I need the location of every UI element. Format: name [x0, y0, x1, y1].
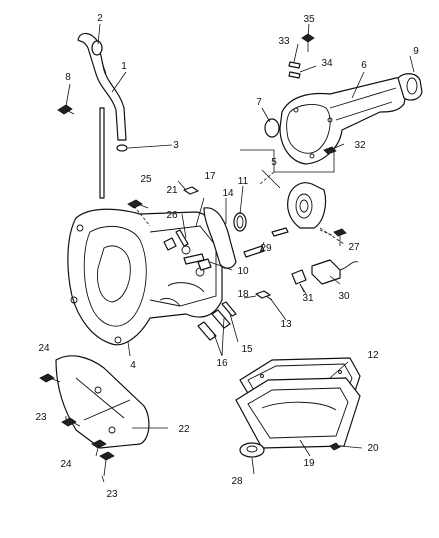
stud-26	[175, 229, 205, 265]
callout-18: 18	[237, 289, 249, 300]
callout-8: 8	[65, 72, 71, 83]
callout-29: 29	[260, 243, 272, 254]
callout-23-bottom: 23	[106, 489, 118, 500]
callout-9: 9	[413, 46, 419, 57]
dipstick-tube	[77, 32, 127, 199]
callout-24-bottom: 24	[60, 459, 72, 470]
adapter-housing	[287, 182, 327, 229]
callout-labels: 1 2 3 4 5 6 7 8 9 10 11 12 13 14 15 16 1…	[35, 13, 419, 500]
bolt-20	[329, 442, 341, 451]
dashed-alignment	[133, 205, 345, 245]
callout-22: 22	[178, 424, 190, 435]
bolt-23-bottom	[99, 451, 115, 477]
callout-28: 28	[231, 476, 243, 487]
case-bolt-25	[127, 199, 149, 209]
solenoid-30	[311, 259, 359, 285]
seal-ring-11	[233, 212, 247, 232]
bolt-24-bottom	[91, 439, 107, 457]
callout-3: 3	[173, 140, 179, 151]
callout-23-top: 23	[35, 412, 47, 423]
callout-30: 30	[338, 291, 350, 302]
callout-4: 4	[130, 360, 136, 371]
clip-34	[288, 71, 301, 79]
callout-1: 1	[121, 61, 127, 72]
bolt-23-top	[61, 417, 81, 427]
callout-14: 14	[222, 188, 234, 199]
vent-35	[301, 33, 315, 52]
callout-7: 7	[256, 97, 262, 108]
gasket-7	[264, 118, 280, 138]
callout-24-top: 24	[38, 343, 50, 354]
callout-25: 25	[140, 174, 152, 185]
bolt-24-top	[39, 373, 61, 383]
sensor-18	[255, 290, 273, 301]
dust-cover	[55, 355, 150, 449]
sensor-31	[291, 269, 307, 293]
callout-12: 12	[367, 350, 379, 361]
callout-32: 32	[354, 140, 366, 151]
callout-26: 26	[166, 210, 178, 221]
callout-20: 20	[367, 443, 379, 454]
callout-2: 2	[97, 13, 103, 24]
rear-seal-9	[397, 73, 423, 101]
plug-17	[183, 186, 199, 195]
callout-13: 13	[280, 319, 292, 330]
callout-19: 19	[303, 458, 315, 469]
callout-11: 11	[238, 176, 249, 187]
dipstick-tube-bolt	[57, 104, 75, 115]
callout-31: 31	[302, 293, 314, 304]
extension-housing	[279, 77, 408, 165]
stud-10	[197, 258, 212, 271]
group-bracket-5	[240, 149, 335, 185]
pin-15	[221, 301, 237, 317]
callout-34: 34	[321, 58, 333, 69]
callout-33: 33	[278, 36, 290, 47]
callout-15: 15	[241, 344, 253, 355]
callout-10: 10	[237, 266, 249, 277]
callout-35: 35	[303, 14, 315, 25]
callout-27: 27	[348, 242, 360, 253]
sensor-16b	[211, 309, 231, 329]
callout-16: 16	[216, 358, 228, 369]
callout-5: 5	[271, 157, 277, 168]
transmission-case	[67, 208, 223, 346]
sensor-16a	[197, 321, 217, 341]
stud-29	[243, 227, 289, 258]
bolt-27	[333, 228, 347, 237]
drain-plug-28	[239, 442, 265, 458]
clip-33	[288, 61, 301, 69]
dipstick-seal	[116, 144, 128, 152]
callout-21: 21	[166, 185, 178, 196]
callout-6: 6	[361, 60, 367, 71]
callout-17: 17	[204, 171, 216, 182]
leader-lines	[65, 23, 415, 483]
oil-pan	[235, 377, 361, 449]
